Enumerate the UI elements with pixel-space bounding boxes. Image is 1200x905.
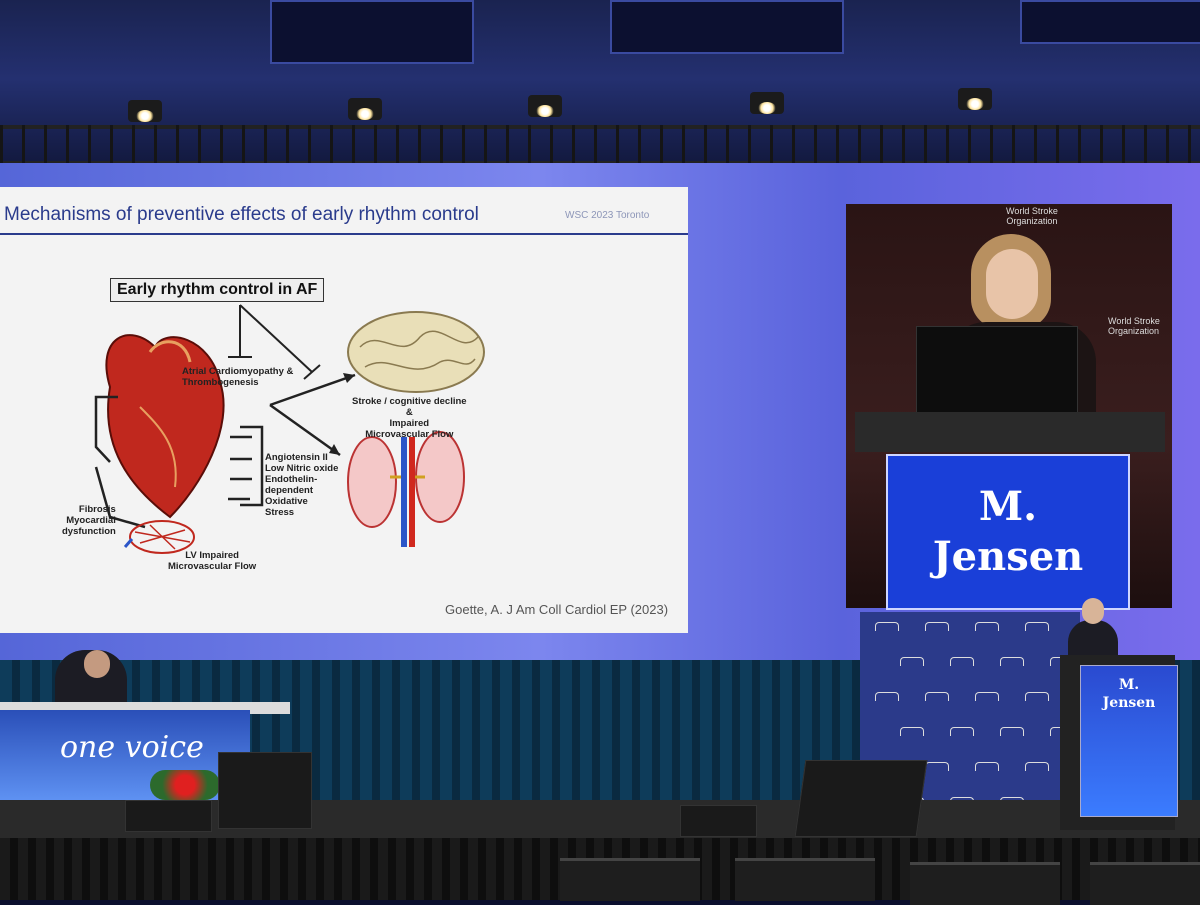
label-lv-microvascular: LV Impaired Microvascular Flow <box>168 550 257 572</box>
ceiling-panel <box>1020 0 1200 44</box>
stage-light <box>750 92 784 114</box>
stage-light <box>958 88 992 110</box>
nameplate-surname: Jensen <box>932 533 1084 580</box>
stage-light <box>528 95 562 117</box>
audience-chair <box>735 858 875 901</box>
slide-title: Mechanisms of preventive effects of earl… <box>4 204 479 225</box>
laptop <box>916 326 1078 414</box>
slide-diagram <box>94 304 485 554</box>
podium-top <box>855 412 1165 452</box>
microvascular-illustration <box>123 520 195 554</box>
speaker-at-lectern <box>1068 620 1118 660</box>
podium-nameplate: M. Jensen <box>886 454 1130 610</box>
lighting-truss <box>0 125 1200 165</box>
heart-illustration <box>105 334 225 519</box>
lectern-initial: M. <box>1118 677 1140 693</box>
slide-event-tag: WSC 2023 Toronto <box>565 210 650 221</box>
flower-arrangement <box>150 770 220 800</box>
stage-monitor-speaker <box>794 760 928 837</box>
audience-chair <box>1090 862 1200 905</box>
label-angiotensin: Angiotensin II Low Nitric oxide Endothel… <box>265 452 339 496</box>
audience-chair <box>560 858 700 901</box>
panelist-face <box>84 650 110 678</box>
nameplate-initial: M. <box>978 483 1038 530</box>
one-voice-banner-text: one voice <box>60 730 204 765</box>
kidney-illustration <box>347 431 465 547</box>
lectern-surname: Jensen <box>1102 695 1156 711</box>
stage-light <box>128 100 162 122</box>
label-fibrosis: Fibrosis Myocardial dysfunction <box>62 504 116 537</box>
audience-chair <box>910 862 1060 905</box>
stage-monitor-speaker <box>218 752 312 829</box>
ceiling-panel <box>270 0 474 64</box>
stage-monitor-speaker <box>125 800 212 832</box>
stage-monitor-speaker <box>680 805 757 837</box>
ceiling-panel <box>610 0 844 54</box>
slide-box-label: Early rhythm control in AF <box>110 278 325 302</box>
wso-logo-text: World Stroke Organization <box>1108 316 1160 336</box>
label-stroke: Stroke / cognitive decline & Impaired Mi… <box>352 396 467 440</box>
label-oxidative-stress: Oxidative Stress <box>265 496 308 518</box>
slide-citation: Goette, A. J Am Coll Cardiol EP (2023) <box>445 602 669 617</box>
label-atrial-cardiomyopathy: Atrial Cardiomyopathy & Thrombogenesis <box>182 366 294 388</box>
speaker-face-small <box>1082 598 1104 624</box>
stage-light <box>348 98 382 120</box>
lectern-nameplate: M. Jensen <box>1080 665 1178 817</box>
wso-logo-text: World Stroke Organization <box>1006 206 1058 226</box>
title-divider <box>0 233 688 235</box>
speaker-face <box>986 249 1038 319</box>
brain-illustration <box>347 311 485 393</box>
